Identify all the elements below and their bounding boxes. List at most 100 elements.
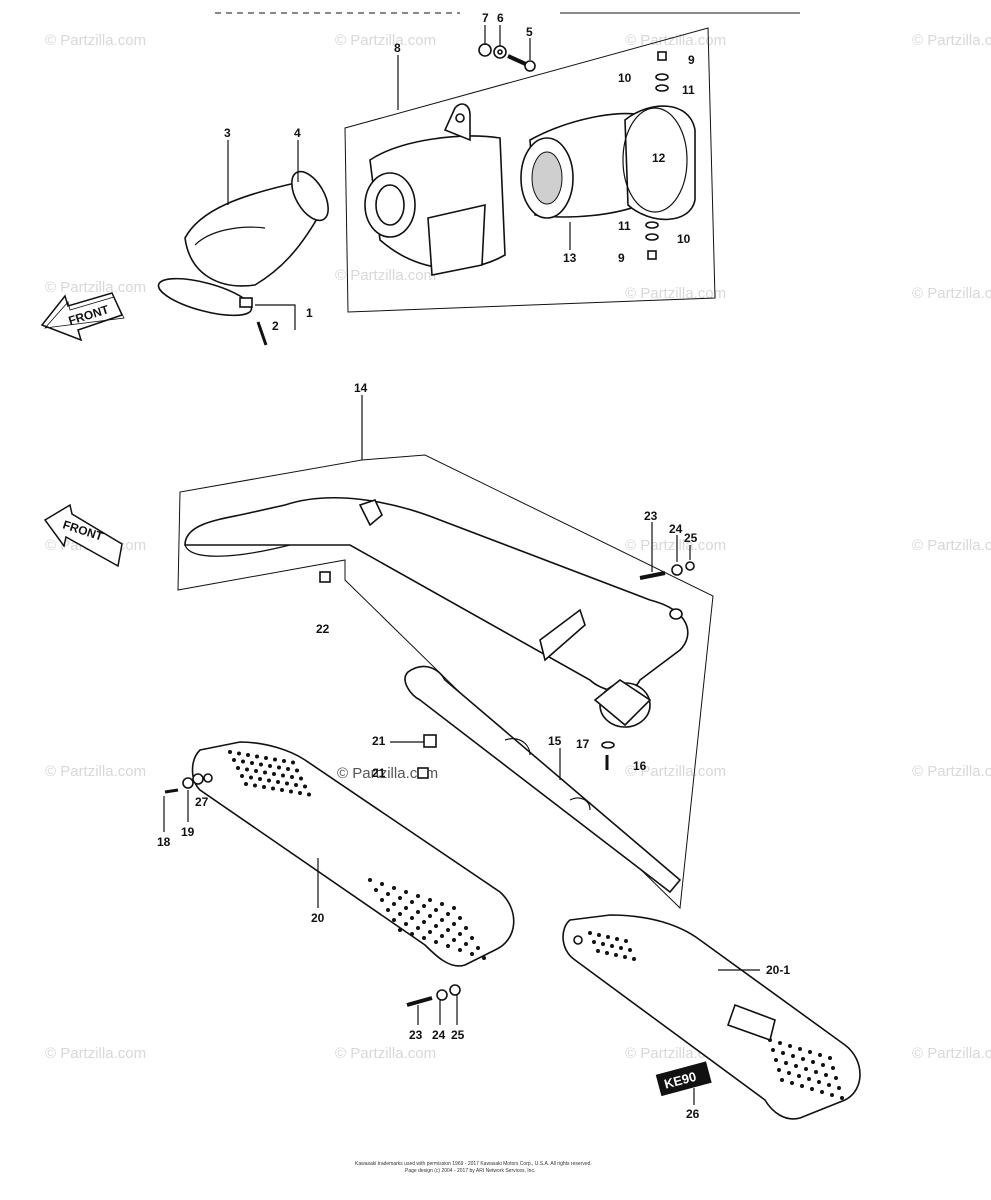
bolt-9-bottom: [647, 250, 657, 260]
vent-hole: [452, 922, 456, 926]
heat-guard: [191, 741, 515, 967]
vent-hole: [255, 754, 259, 759]
callout-21: 21: [372, 766, 386, 780]
vent-hole: [790, 1081, 794, 1085]
vent-hole: [277, 765, 281, 770]
vent-hole: [837, 1086, 841, 1090]
callout-22: 22: [316, 622, 330, 636]
muffler-tab: [358, 499, 383, 527]
vent-hole: [440, 902, 444, 906]
vent-hole: [817, 1080, 821, 1084]
vent-hole: [307, 792, 311, 797]
vent-hole: [800, 1084, 804, 1088]
vent-hole: [797, 1074, 801, 1078]
callout-1: 1: [306, 306, 313, 320]
callout-5: 5: [526, 25, 533, 39]
vent-hole: [440, 934, 444, 938]
vent-hole: [298, 791, 302, 795]
vent-hole: [250, 761, 254, 765]
nut-25-upper: [685, 561, 695, 571]
callouts: 1 2 3 4 5 6 7 8 9 9 10 10 11 11 12 13 14…: [157, 11, 790, 1121]
vent-hole: [263, 770, 267, 775]
vent-hole: [840, 1096, 844, 1100]
watermark: © Partzilla.com: [335, 267, 436, 284]
vent-hole: [624, 939, 628, 943]
vent-hole: [290, 775, 294, 779]
vent-hole: [240, 774, 244, 778]
vent-hole: [434, 908, 438, 912]
vent-hole: [286, 767, 290, 771]
watermark: © Partzilla.com: [912, 1045, 991, 1062]
vent-hole: [458, 932, 462, 936]
vent-hole: [428, 898, 432, 902]
housing-inlet-inner: [375, 184, 405, 226]
washer-10-bottom: [645, 233, 659, 241]
vent-hole: [452, 938, 456, 942]
vent-hole: [464, 942, 468, 946]
vent-hole: [428, 930, 432, 934]
callout-27: 27: [195, 795, 209, 809]
vent-hole: [404, 890, 408, 894]
housing-lower-duct: [427, 203, 486, 276]
clamp-screw-head: [239, 297, 253, 308]
vent-hole: [398, 912, 402, 916]
callout-19: 19: [181, 825, 195, 839]
vent-hole: [374, 888, 378, 892]
heat-guard-right: KE90: [562, 914, 861, 1120]
bolt-23-upper: [639, 571, 666, 580]
watermark-layer: © Partzilla.com © Partzilla.com © Partzi…: [45, 32, 991, 1062]
callout-24: 24: [432, 1028, 446, 1042]
vent-hole: [228, 750, 232, 754]
vent-hole: [246, 753, 250, 757]
vent-hole: [236, 766, 240, 770]
watermark: © Partzilla.com: [625, 537, 726, 554]
callout-20: 20: [311, 911, 325, 925]
vent-hole: [794, 1064, 798, 1068]
watermark: © Partzilla.com: [912, 285, 991, 302]
muffler: [184, 497, 689, 693]
watermark: © Partzilla.com: [912, 537, 991, 554]
vent-hole: [470, 952, 474, 956]
vent-hole: [264, 756, 268, 760]
vent-hole: [777, 1068, 781, 1072]
emblem: KE90: [655, 1061, 712, 1097]
vent-hole: [482, 956, 486, 960]
vent-hole: [458, 916, 462, 920]
callout-13: 13: [563, 251, 577, 265]
exhaust-pipe: [404, 665, 682, 894]
vent-hole: [440, 918, 444, 922]
front-arrow-lower: FRONT: [43, 503, 123, 568]
watermark: © Partzilla.com: [45, 32, 146, 49]
air-filter-mesh: [531, 151, 563, 205]
vent-hole: [597, 933, 601, 937]
vent-hole: [416, 926, 420, 930]
vent-hole: [808, 1050, 812, 1054]
heat-guard-hole: [573, 935, 583, 945]
washer-11-top: [655, 84, 669, 92]
callout-9: 9: [618, 251, 625, 265]
vent-hole: [476, 946, 480, 950]
callout-6: 6: [497, 11, 504, 25]
callout-24: 24: [669, 522, 683, 536]
vent-hole: [592, 940, 596, 944]
vent-hole: [295, 768, 299, 773]
vent-hole: [820, 1090, 824, 1094]
callout-18: 18: [157, 835, 171, 849]
vent-hole: [398, 896, 402, 900]
vent-hole: [404, 906, 408, 910]
vent-hole: [830, 1093, 834, 1097]
vent-hole: [601, 942, 605, 946]
callout-10: 10: [677, 232, 691, 246]
callout-8: 8: [394, 41, 401, 55]
vent-hole: [294, 783, 298, 787]
vent-hole: [253, 783, 257, 788]
vent-hole: [446, 912, 450, 916]
callout-3: 3: [224, 126, 231, 140]
callout-4: 4: [294, 126, 301, 140]
vent-hole: [289, 789, 293, 794]
vent-hole: [446, 944, 450, 948]
vent-hole: [470, 936, 474, 940]
vent-hole: [452, 906, 456, 910]
vent-hole: [458, 948, 462, 952]
